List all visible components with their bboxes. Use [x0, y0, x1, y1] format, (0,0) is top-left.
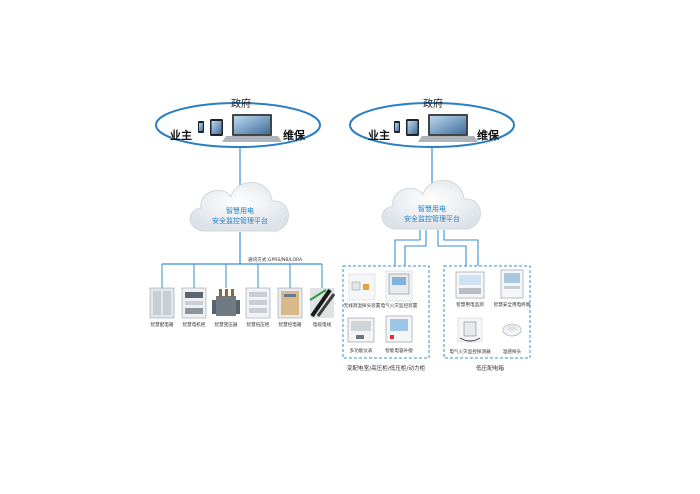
transformer-icon — [212, 289, 240, 316]
right-cloud-line-1: 智慧用电 — [418, 204, 446, 213]
fire-monitor-icon — [385, 270, 413, 302]
group-substation-box — [342, 265, 430, 359]
low-voltage-cabinet-icon — [245, 287, 271, 319]
right-cloud-line-2: 安全监控管理平台 — [404, 214, 460, 223]
right-phone-icon — [394, 121, 400, 133]
left-devices: 智慧配电箱 智慧电机柜 智慧变压器 — [149, 287, 336, 328]
temp-sensor-icon — [348, 273, 376, 301]
right-fanout-links — [394, 230, 479, 266]
safety-terminal-icon — [500, 269, 524, 299]
group-device-label: 智能电容补偿 — [385, 347, 413, 354]
multifunction-meter-icon — [347, 317, 375, 343]
left-stakeholder-group: 政府 业主 维保 — [155, 97, 321, 148]
left-device-label: 智慧变压器 — [215, 321, 238, 328]
left-tablet-icon — [210, 119, 223, 136]
capacitor-compensator-icon — [385, 315, 413, 343]
right-stakeholder-group: 政府 业主 维保 — [349, 97, 515, 148]
control-box-icon — [277, 287, 303, 319]
left-government-label: 政府 — [231, 97, 251, 110]
group-device-label: 无线测温探头装置 — [344, 302, 381, 309]
fire-detector-icon — [457, 317, 483, 343]
left-owner-label: 业主 — [170, 128, 192, 142]
cable-icon — [309, 288, 336, 318]
right-cloud-platform: 智慧用电 安全监控管理平台 — [381, 179, 481, 230]
group-low-voltage-caption: 低压配电箱 — [476, 364, 504, 372]
right-group-substation: 无线测温探头装置 电气火灾监控装置 多功能仪表 智能电容补偿 — [342, 265, 430, 359]
right-laptop-icon — [418, 114, 478, 142]
right-group-low-voltage: 智慧用电监测 智慧安全用电终端 电气火灾监控探测器 温感探头 — [443, 265, 531, 359]
left-device-label: 电缆电线 — [313, 321, 332, 328]
group-device-label: 电气火灾监控装置 — [381, 302, 418, 309]
left-stakeholder-ellipse — [155, 102, 321, 148]
motor-cabinet-icon — [181, 287, 207, 319]
left-network: 政府 业主 维保 智慧用电 安全监控管理平 — [149, 97, 336, 328]
left-device-label: 智慧控电箱 — [279, 321, 302, 328]
left-phone-icon — [198, 121, 204, 133]
left-cloud-platform: 智慧用电 安全监控管理平台 — [189, 181, 289, 232]
left-laptop-icon — [222, 114, 282, 142]
distribution-cabinet-icon — [149, 287, 175, 319]
left-bus-label: 通讯方式:GPRS/NB/LORA — [248, 256, 303, 263]
right-tablet-icon — [406, 119, 419, 136]
left-device-label: 智慧电机柜 — [183, 321, 206, 328]
left-device-label: 智慧配电箱 — [151, 321, 174, 328]
right-network: 政府 业主 维保 智慧用电 安全监控管理平台 — [342, 97, 531, 372]
left-device-label: 智慧低压柜 — [247, 321, 270, 328]
group-substation-caption: 变配电室/高压柜/低压柜/动力柜 — [347, 364, 426, 372]
group-device-label: 智慧用电监测 — [456, 301, 484, 308]
left-maintenance-label: 维保 — [283, 128, 306, 142]
thermal-probe-icon — [502, 323, 522, 337]
right-maintenance-label: 维保 — [477, 128, 500, 142]
right-owner-label: 业主 — [368, 128, 390, 142]
left-device-drops — [161, 264, 323, 288]
group-low-voltage-box — [443, 265, 531, 359]
left-cloud-line-1: 智慧用电 — [226, 206, 254, 215]
group-device-label: 多功能仪表 — [350, 347, 373, 354]
right-government-label: 政府 — [423, 97, 443, 110]
power-monitor-icon — [455, 271, 485, 299]
group-device-label: 温感探头 — [503, 348, 522, 355]
group-device-label: 智慧安全用电终端 — [494, 301, 531, 308]
group-device-label: 电气火灾监控探测器 — [449, 348, 491, 355]
left-cloud-line-2: 安全监控管理平台 — [212, 216, 268, 225]
